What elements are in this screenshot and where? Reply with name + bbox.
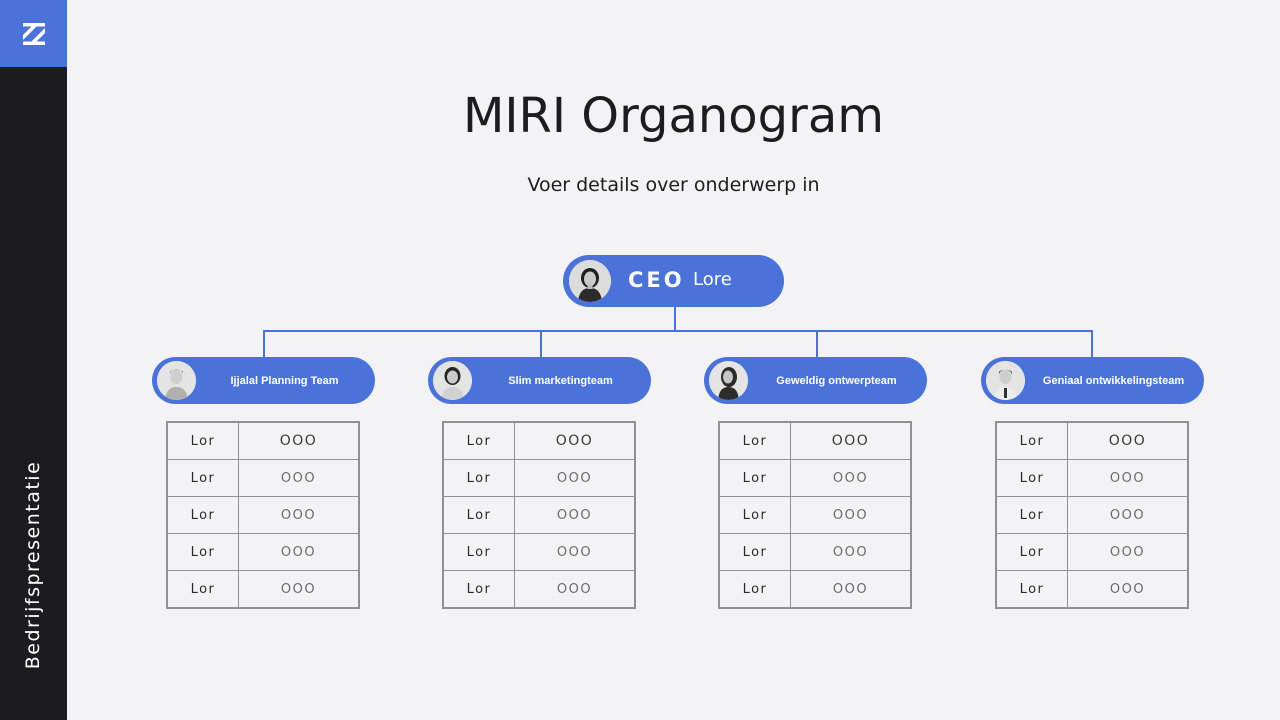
table-cell-value: OOO — [1067, 421, 1189, 460]
team-avatar — [433, 361, 472, 400]
table-cell-label: Lor — [166, 421, 239, 460]
table-cell-value: OOO — [790, 533, 912, 571]
table-cell-label: Lor — [718, 570, 791, 609]
team-name: Slim marketingteam — [508, 374, 613, 387]
person-avatar-icon — [569, 260, 611, 302]
table-cell-value: OOO — [238, 496, 360, 534]
table-cell-label: Lor — [442, 421, 515, 460]
table-cell-label: Lor — [995, 570, 1068, 609]
table-cell-value: OOO — [514, 421, 636, 460]
table-cell-label: Lor — [166, 570, 239, 609]
ceo-avatar — [569, 260, 611, 302]
table-cell-label: Lor — [166, 459, 239, 497]
team-name: Geniaal ontwikkelingsteam — [1042, 374, 1185, 387]
table-cell-value: OOO — [238, 570, 360, 609]
table-cell-value: OOO — [790, 570, 912, 609]
table-cell-value: OOO — [1067, 570, 1189, 609]
person-avatar-icon — [157, 361, 196, 400]
table-cell-label: Lor — [995, 533, 1068, 571]
table-cell-label: Lor — [442, 459, 515, 497]
ceo-name: Lore — [693, 269, 732, 290]
person-avatar-icon — [986, 361, 1025, 400]
table-cell-label: Lor — [442, 533, 515, 571]
table-cell-label: Lor — [718, 533, 791, 571]
team-avatar — [709, 361, 748, 400]
person-avatar-icon — [709, 361, 748, 400]
team-name: Ijjalal Planning Team — [230, 374, 339, 387]
table-cell-value: OOO — [790, 421, 912, 460]
table-cell-label: Lor — [166, 533, 239, 571]
page-subtitle: Voer details over onderwerp in — [527, 174, 820, 196]
table-cell-label: Lor — [442, 570, 515, 609]
table-cell-value: OOO — [790, 459, 912, 497]
team-node-2[interactable]: Slim marketingteam — [428, 357, 651, 404]
ceo-role: CEO — [628, 268, 685, 292]
table-cell-value: OOO — [238, 421, 360, 460]
table-cell-value: OOO — [514, 570, 636, 609]
table-cell-label: Lor — [166, 496, 239, 534]
table-cell-label: Lor — [442, 496, 515, 534]
table-cell-value: OOO — [238, 533, 360, 571]
table-cell-label: Lor — [718, 496, 791, 534]
team-node-1[interactable]: Ijjalal Planning Team — [152, 357, 375, 404]
table-cell-label: Lor — [995, 496, 1068, 534]
table-cell-value: OOO — [1067, 496, 1189, 534]
team-node-3[interactable]: Geweldig ontwerpteam — [704, 357, 927, 404]
sidebar: Bedrijfspresentatie — [0, 0, 67, 720]
table-cell-value: OOO — [514, 496, 636, 534]
table-cell-label: Lor — [718, 459, 791, 497]
team-node-4[interactable]: Geniaal ontwikkelingsteam — [981, 357, 1204, 404]
table-cell-value: OOO — [1067, 459, 1189, 497]
person-avatar-icon — [433, 361, 472, 400]
table-cell-value: OOO — [790, 496, 912, 534]
team-name: Geweldig ontwerpteam — [776, 374, 897, 387]
table-cell-label: Lor — [995, 459, 1068, 497]
table-cell-value: OOO — [238, 459, 360, 497]
table-cell-value: OOO — [514, 459, 636, 497]
team-avatar — [157, 361, 196, 400]
table-cell-value: OOO — [1067, 533, 1189, 571]
diagonal-stripes-logo-icon — [22, 22, 45, 45]
logo[interactable] — [0, 0, 67, 67]
table-cell-label: Lor — [995, 421, 1068, 460]
ceo-node[interactable]: CEO Lore — [563, 255, 784, 307]
table-cell-label: Lor — [718, 421, 791, 460]
team-avatar — [986, 361, 1025, 400]
page-title: MIRI Organogram — [462, 88, 885, 144]
table-cell-value: OOO — [514, 533, 636, 571]
